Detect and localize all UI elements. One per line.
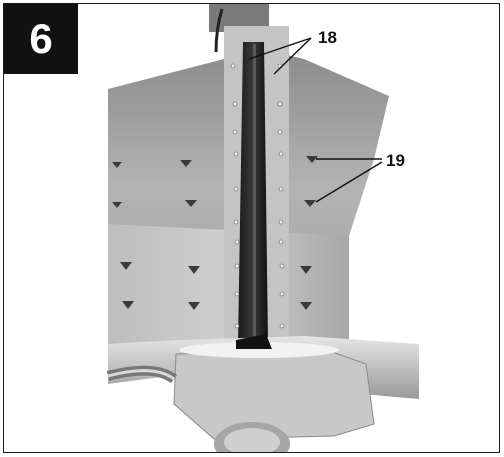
callout-18: 18 [318,28,337,47]
callout-19: 19 [386,151,405,170]
leader-lines [248,37,383,203]
product-photo [106,4,419,452]
rivets [230,63,285,329]
figure-frame: 6 18 19 [3,3,500,453]
studs [112,156,318,310]
figure-number-badge: 6 [4,4,78,74]
